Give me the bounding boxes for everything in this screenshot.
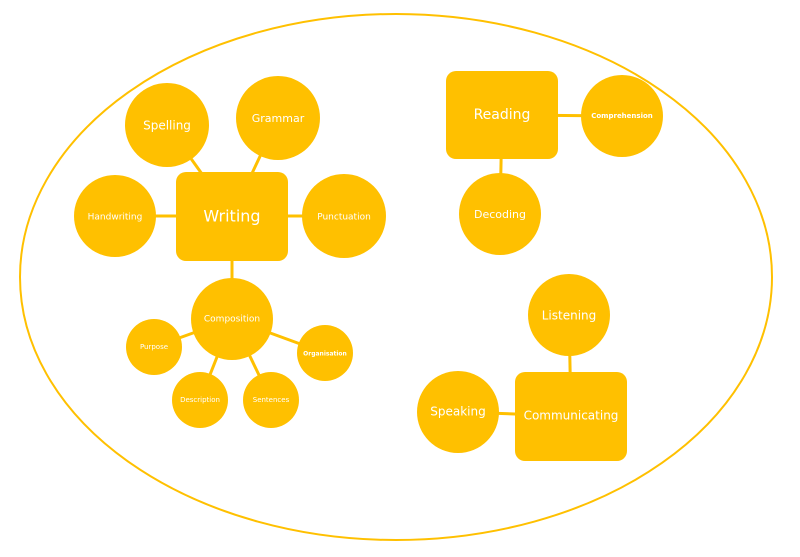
node-decoding: Decoding bbox=[459, 173, 541, 255]
node-label: Writing bbox=[203, 207, 260, 226]
node-reading: Reading bbox=[446, 71, 558, 159]
node-label: Sentences bbox=[253, 396, 290, 404]
node-comprehension: Comprehension bbox=[581, 75, 663, 157]
node-composition: Composition bbox=[191, 278, 273, 360]
node-grammar: Grammar bbox=[236, 76, 320, 160]
node-label: Punctuation bbox=[317, 213, 371, 223]
node-organisation: Organisation bbox=[297, 325, 353, 381]
node-label: Comprehension bbox=[591, 112, 653, 120]
node-label: Composition bbox=[204, 315, 260, 325]
outer-ellipse bbox=[19, 13, 773, 541]
node-label: Reading bbox=[474, 107, 531, 123]
node-punctuation: Punctuation bbox=[302, 174, 386, 258]
node-listening: Listening bbox=[528, 274, 610, 356]
node-communicating: Communicating bbox=[515, 372, 627, 461]
node-spelling: Spelling bbox=[125, 83, 209, 167]
node-label: Spelling bbox=[143, 119, 191, 133]
node-label: Decoding bbox=[474, 208, 526, 221]
node-description: Description bbox=[172, 372, 228, 428]
node-label: Handwriting bbox=[88, 213, 143, 223]
node-label: Description bbox=[180, 396, 220, 404]
node-label: Communicating bbox=[524, 409, 619, 423]
node-label: Grammar bbox=[252, 112, 305, 125]
links bbox=[115, 113, 623, 418]
node-label: Listening bbox=[542, 309, 597, 323]
node-purpose: Purpose bbox=[126, 319, 182, 375]
node-sentences: Sentences bbox=[243, 372, 299, 428]
node-handwriting: Handwriting bbox=[74, 175, 156, 257]
node-speaking: Speaking bbox=[417, 371, 499, 453]
node-label: Speaking bbox=[430, 405, 485, 419]
node-label: Purpose bbox=[140, 343, 168, 351]
node-label: Organisation bbox=[303, 351, 347, 358]
node-writing: Writing bbox=[176, 172, 288, 261]
